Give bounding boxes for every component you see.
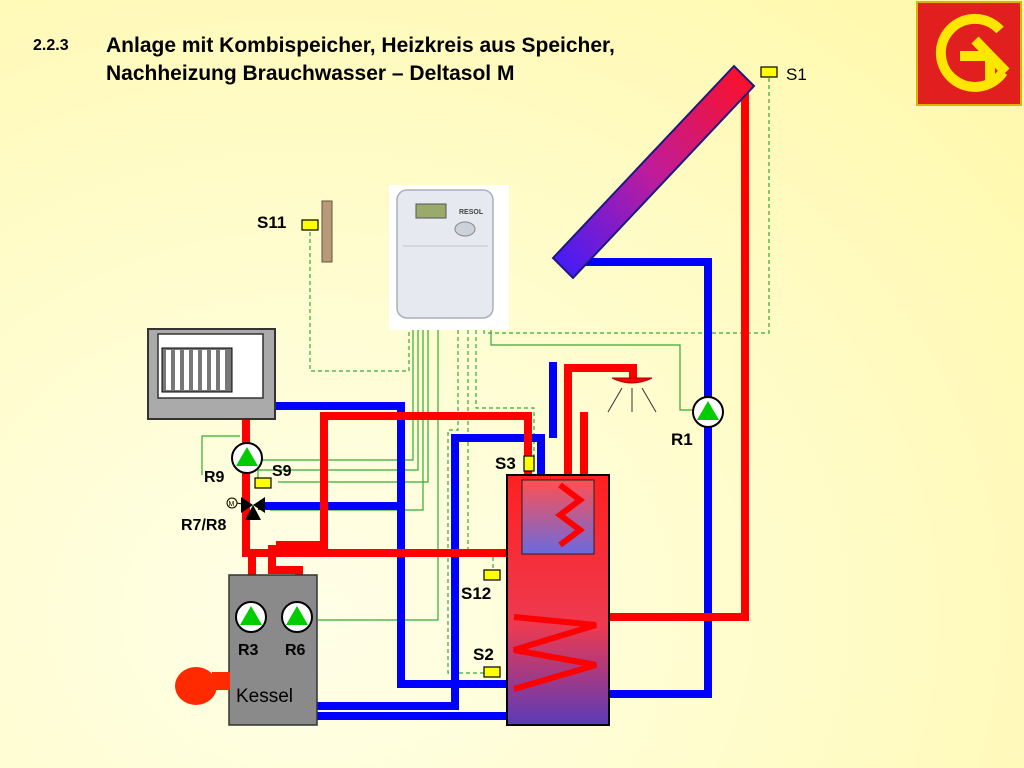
label-r9: R9 (204, 469, 225, 486)
slide-number: 2.2.3 (33, 37, 69, 54)
label-s11: S11 (257, 213, 286, 232)
controller-display (415, 203, 447, 219)
pump-r3 (235, 601, 267, 633)
label-r1: R1 (671, 430, 693, 449)
dhw-coil (555, 482, 585, 548)
sensor-s12 (483, 569, 501, 581)
label-s2: S2 (473, 645, 494, 664)
label-s12: S12 (461, 584, 491, 603)
outdoor-sensor (321, 200, 333, 263)
sensors (254, 66, 778, 678)
company-logo (916, 1, 1022, 106)
sensor-s3 (523, 455, 535, 472)
pump-r9 (231, 442, 263, 474)
controller-brand: RESOL (459, 209, 484, 216)
label-s3: S3 (495, 454, 516, 473)
solar-controller: RESOL (389, 185, 509, 330)
label-r78: R7/R8 (181, 517, 226, 534)
combi-storage-tank (506, 474, 610, 726)
slide-title-line2: Nachheizung Brauchwasser – Deltasol M (106, 62, 514, 85)
sensor-s1 (760, 66, 778, 78)
mixing-valve: M (226, 497, 265, 520)
burner (175, 667, 217, 705)
label-motor: M (229, 501, 235, 508)
pump-r1 (692, 396, 724, 428)
solar-collector (551, 64, 756, 280)
boiler: Kessel (175, 574, 318, 726)
controller-knob (454, 221, 476, 237)
label-s9: S9 (272, 463, 292, 480)
pump-r6 (281, 601, 313, 633)
solar-coil (513, 614, 597, 692)
radiator (147, 328, 276, 420)
label-s1: S1 (786, 65, 807, 84)
shower-head (607, 377, 657, 413)
slide-title-line1: Anlage mit Kombispeicher, Heizkreis aus … (106, 34, 615, 57)
sensor-s11 (301, 219, 319, 231)
sensor-s2 (483, 666, 501, 678)
label-kessel: Kessel (236, 686, 293, 707)
label-r6: R6 (285, 642, 306, 659)
sensor-s9 (254, 477, 272, 489)
label-r3: R3 (238, 642, 259, 659)
